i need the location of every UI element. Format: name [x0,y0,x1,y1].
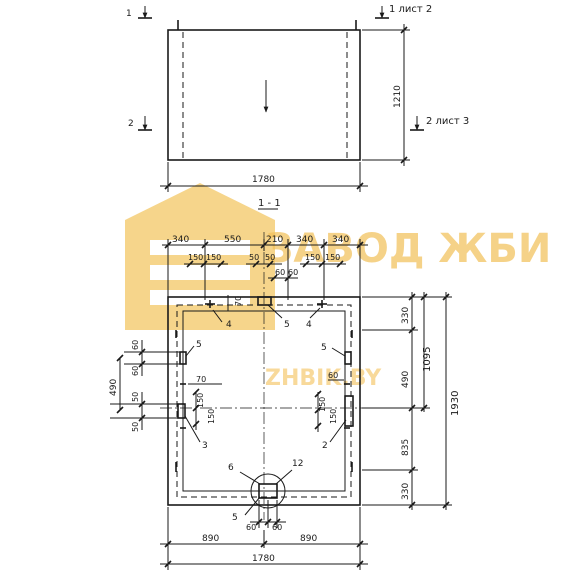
dimension-value: 60 [328,371,338,380]
plan-height-dimension: 1210 [362,24,410,166]
dimension-value: 60 [288,268,298,277]
dimension-value: 150 [318,397,327,412]
callouts: 4 5 4 5 5 3 2 6 12 5 [184,304,347,523]
section-title: 1 - 1 [258,198,281,209]
dimension-value: 150 [188,253,203,262]
dimension-value: 70 [196,375,206,384]
dimension-value: 835 [401,439,411,456]
embedded-plate [257,296,272,306]
callout-number: 6 [228,463,234,473]
section-view: 1 - 1 [109,198,461,570]
right-dimension-chain: 330 490 835 330 1095 1930 [362,292,461,510]
dimension-value: 330 [401,483,411,500]
callout-number: 4 [306,320,312,330]
dimension-value: 60 [131,340,140,350]
dimension-value: 340 [296,235,313,245]
plan-width-dimension: 1780 [160,162,368,192]
dimension-value: 150 [196,393,205,408]
dimension-value: 60 [272,523,282,532]
dimension-value: 150 [305,253,320,262]
dimension-value: 150 [206,253,221,262]
dimension-value: 340 [172,235,189,245]
dimension-value: 60 [246,523,256,532]
dimension-value: 1095 [422,347,433,372]
callout-number: 4 [226,320,232,330]
dimension-value: 60 [275,268,285,277]
watermark-logo: ЗАВОД ЖБИ ZHBIK.BY [125,183,551,391]
dimension-value: 50 [131,392,140,402]
dimension-value: 490 [109,379,119,396]
dimension-value: 1780 [252,554,275,564]
dimension-value: 1210 [393,85,403,108]
callout-number: 5 [321,343,327,353]
dimension-value: 1780 [252,175,275,185]
dimension-value: 50 [249,253,259,262]
watermark-site: ZHBIK.BY [265,366,382,391]
embedded-plate-right [344,395,354,427]
dimension-value: 150 [325,253,340,262]
watermark-house-icon [125,183,275,330]
cut-label: 2 лист 3 [426,116,469,127]
cut-marker-1-right: 1 лист 2 [375,4,432,19]
bottom-dimension-chain: 890 890 1780 [160,507,368,570]
embedded-plate-right [344,351,352,365]
left-dimension-chain: 60 60 490 50 50 [109,340,180,432]
dimension-value: 890 [300,534,317,544]
cut-marker-2-right: 2 лист 3 [410,116,469,131]
dimension-value: 50 [265,253,275,262]
dimension-value: 70 [234,296,243,306]
dimension-value: 490 [401,371,411,388]
cut-label: 1 [126,9,132,19]
bottom-small-dimensions: 60 60 [246,500,286,532]
dimension-value: 60 [131,366,140,376]
dimension-value: 550 [224,235,241,245]
dimension-value: 340 [332,235,349,245]
cut-marker-2-left: 2 [128,116,152,131]
cut-marker-1-left: 1 [126,6,152,19]
callout-number: 2 [322,441,328,451]
cut-label: 1 лист 2 [389,4,432,15]
callout-number: 5 [196,340,202,350]
top-small-dimensions: 150 150 50 50 60 60 150 150 [184,253,346,282]
cut-label: 2 [128,119,134,129]
callout-number: 5 [284,320,290,330]
dimension-value: 50 [131,422,140,432]
top-dimension-chain: 340 550 210 340 340 [162,235,368,300]
embedded-plate-left [177,403,186,419]
dimension-value: 150 [329,409,338,424]
plan-outline [167,29,361,161]
inner-dimensions: 70 70 150 150 150 150 60 [188,295,344,432]
dimension-value: 890 [202,534,219,544]
dimension-value: 1930 [450,391,461,416]
dimension-value: 210 [266,235,283,245]
callout-number: 3 [202,441,208,451]
wall-marks [175,330,353,472]
dimension-value: 330 [401,307,411,324]
callout-number: 5 [232,513,238,523]
plan-view: 1 2 1 лист 2 2 лист 3 1780 [126,4,469,192]
callout-number: 12 [292,459,303,469]
watermark-name: ЗАВОД ЖБИ [265,226,551,272]
embedded-plate-left [179,351,187,365]
dimension-value: 150 [207,409,216,424]
